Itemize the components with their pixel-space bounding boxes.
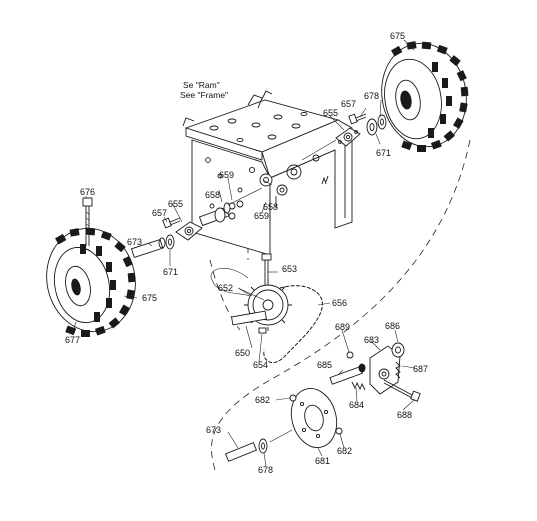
- part-label-678-bottom: 678: [258, 465, 274, 475]
- leader-lines: [71, 39, 416, 467]
- part-label-676: 676: [80, 187, 96, 197]
- part-label-685: 685: [317, 360, 333, 370]
- part-label-658-mid: 658: [205, 190, 221, 200]
- part-label-656: 656: [332, 298, 348, 308]
- dashed-reference-line-frame: [209, 259, 241, 331]
- part-label-652: 652: [218, 283, 234, 293]
- part-label-671-right: 671: [376, 148, 392, 158]
- dashed-reference-line: [211, 139, 471, 471]
- part-label-689: 689: [335, 322, 351, 332]
- part-label-673-left: 673: [127, 237, 143, 247]
- note-ram: Se "Ram": [183, 80, 220, 90]
- frame-assembly: [182, 90, 353, 256]
- part-label-653: 653: [282, 264, 298, 274]
- part-label-675-left: 675: [142, 293, 158, 303]
- part-label-684: 684: [349, 400, 365, 410]
- part-label-658-frame: 658: [263, 202, 279, 212]
- part-label-659-mid: 659: [219, 170, 235, 180]
- part-label-650: 650: [235, 348, 251, 358]
- lower-assembly: [225, 342, 421, 462]
- part-label-655-right: 655: [323, 108, 339, 118]
- left-wheel: [46, 227, 136, 337]
- frame-bearings: [228, 173, 288, 220]
- part-label-654: 654: [253, 360, 269, 370]
- part-label-677: 677: [65, 335, 81, 345]
- left-axle-parts: [82, 187, 263, 258]
- part-label-678-right: 678: [364, 91, 380, 101]
- part-label-688: 688: [397, 410, 413, 420]
- part-label-687: 687: [413, 364, 429, 374]
- right-wheel: [301, 41, 469, 161]
- part-label-681: 681: [315, 456, 331, 466]
- part-label-671-left: 671: [163, 267, 179, 277]
- part-label-673-bottom: 673: [206, 425, 222, 435]
- part-label-686: 686: [385, 321, 401, 331]
- note-frame: See "Frame": [180, 90, 229, 100]
- part-label-659-frame: 659: [254, 211, 270, 221]
- part-label-655-left: 655: [168, 199, 184, 209]
- part-label-683: 683: [364, 335, 380, 345]
- part-label-657-right: 657: [341, 99, 357, 109]
- chain-sprocket: [210, 253, 323, 363]
- part-label-682-bottom: 682: [337, 446, 353, 456]
- part-label-657-left: 657: [152, 208, 168, 218]
- part-label-682-left: 682: [255, 395, 271, 405]
- part-label-675-top: 675: [390, 31, 406, 41]
